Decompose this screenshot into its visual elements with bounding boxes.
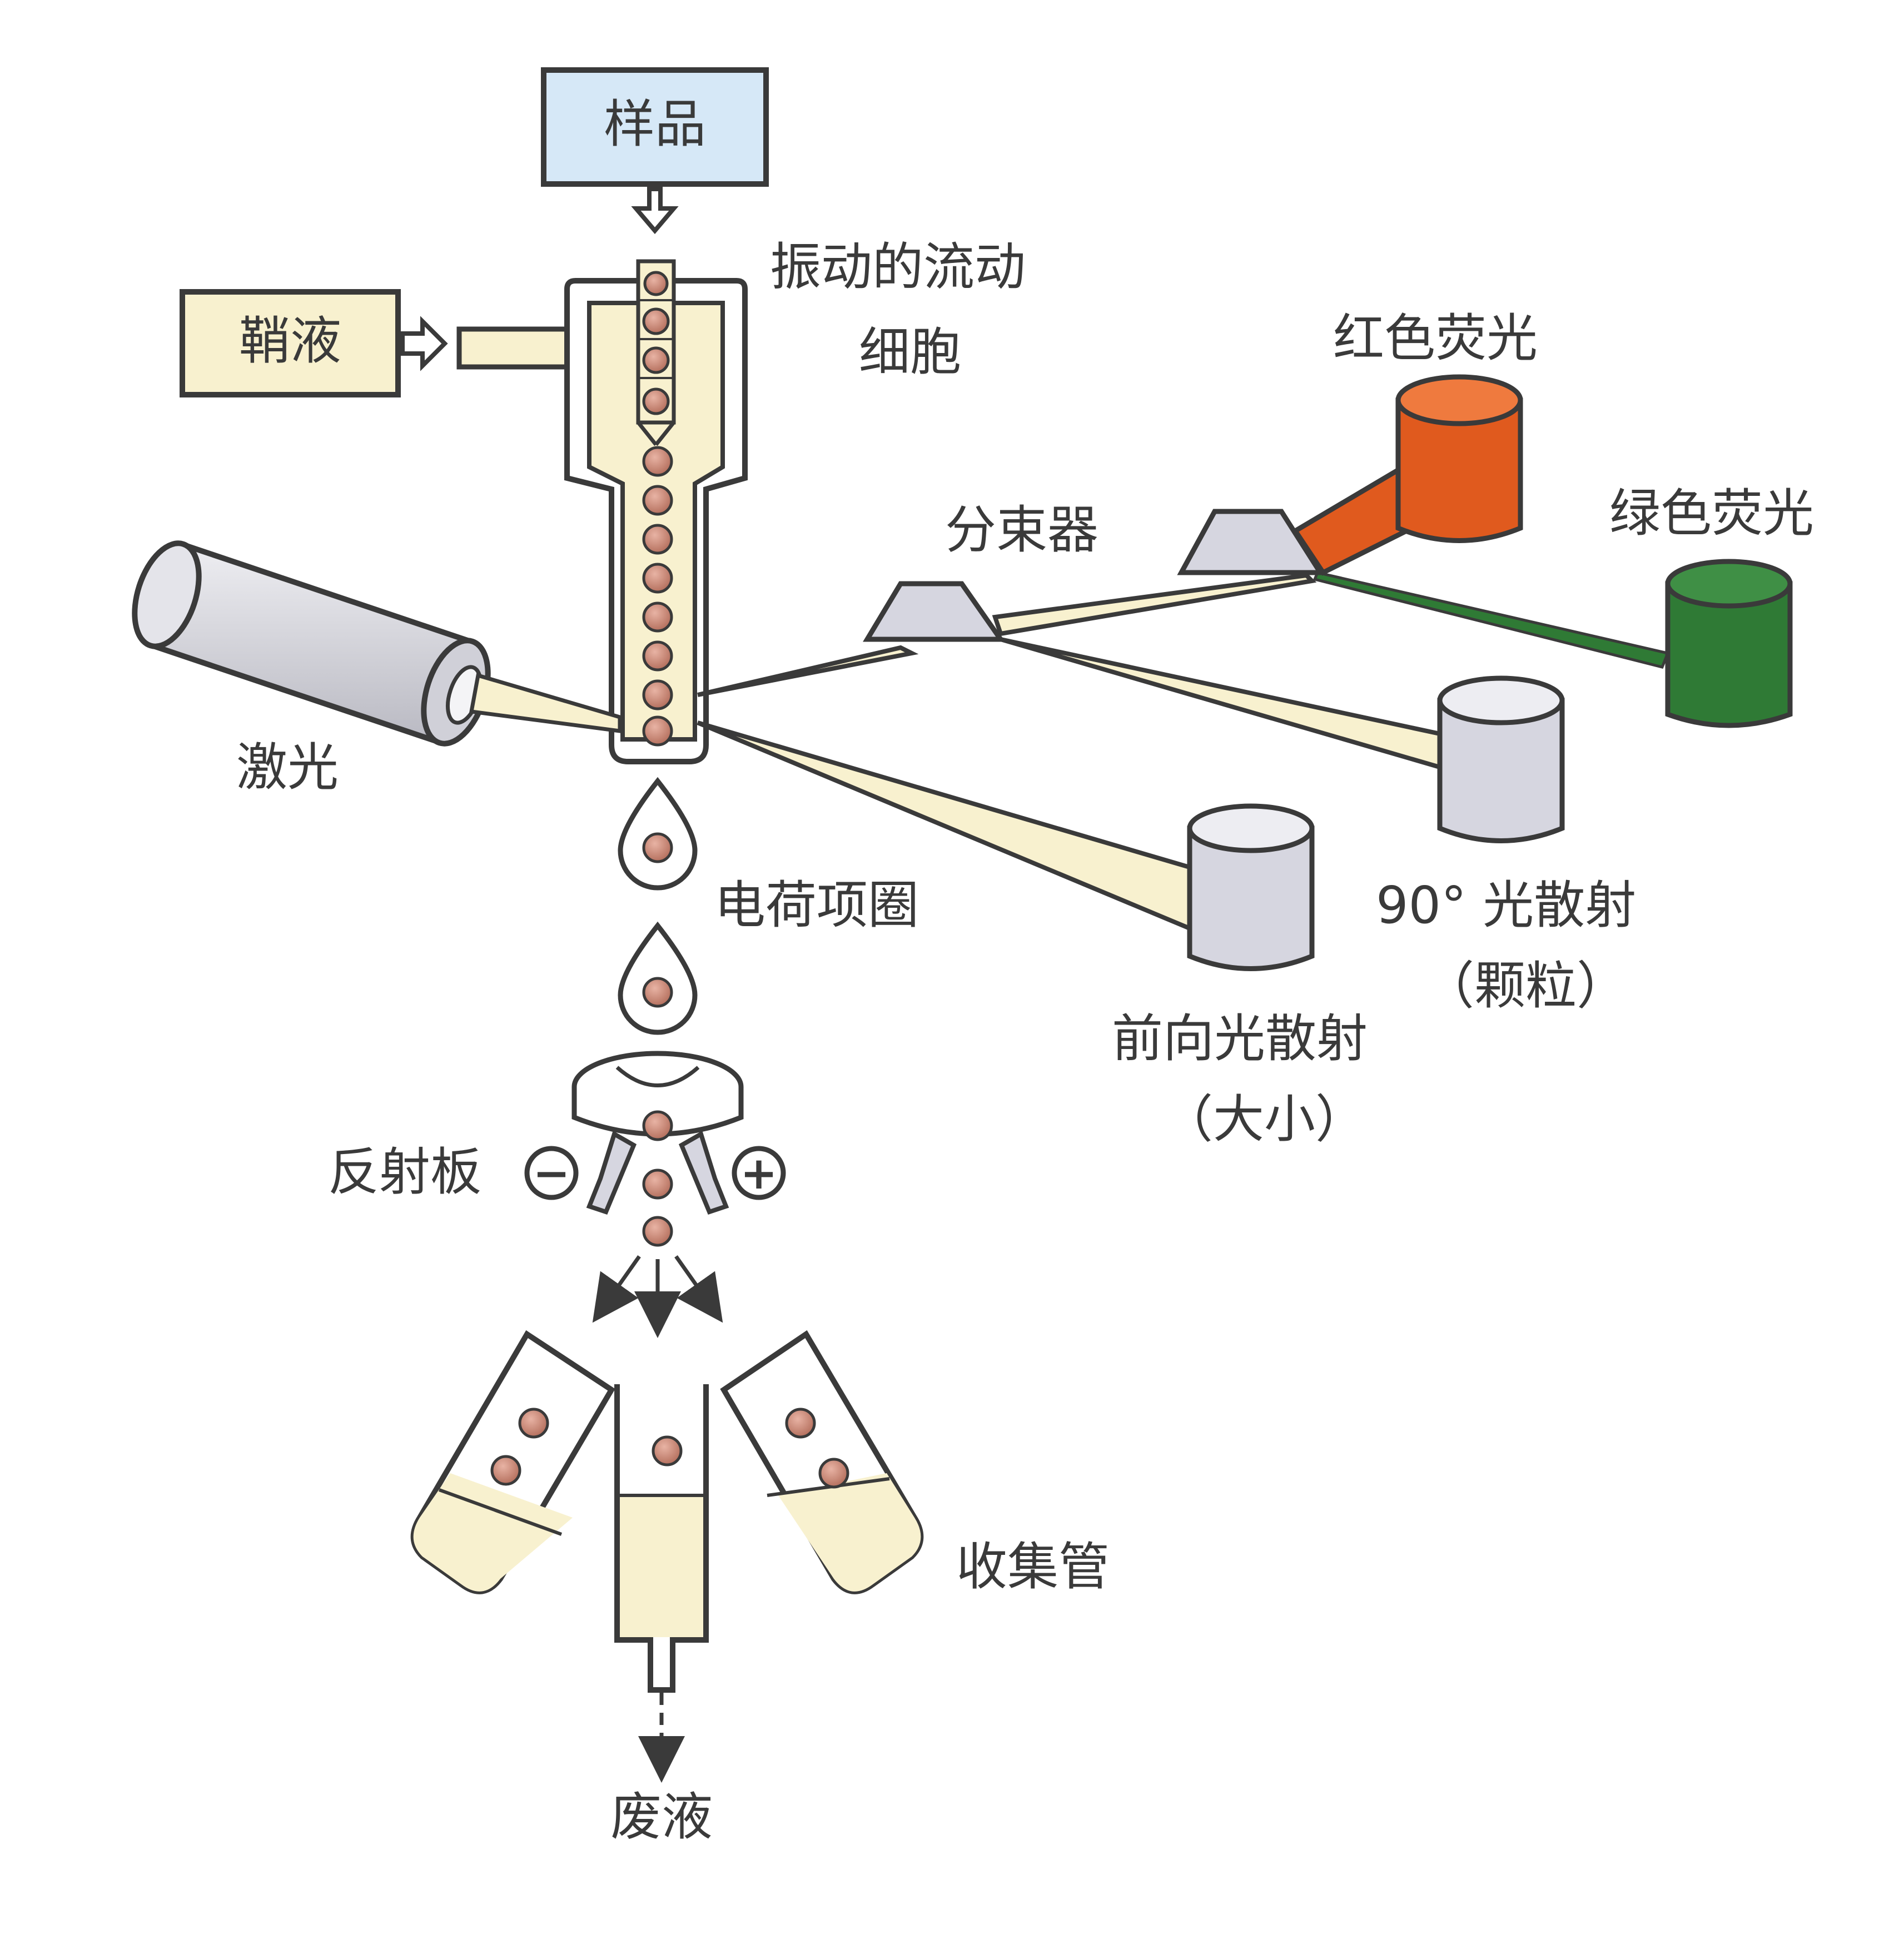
cell xyxy=(642,446,673,477)
cell xyxy=(518,1408,549,1439)
positive-electrode: + xyxy=(732,1146,786,1200)
cell xyxy=(642,601,673,633)
side-scatter-detector xyxy=(1437,675,1565,843)
sort-arrows xyxy=(592,1255,723,1338)
side-scatter-beam xyxy=(1000,637,1442,770)
sample-arrow xyxy=(631,187,679,235)
sheath-arrow xyxy=(400,316,448,371)
red-fluorescence-label: 红色荧光 xyxy=(1333,309,1538,368)
cells-in-stream xyxy=(642,271,673,747)
flow-nozzle xyxy=(564,259,748,764)
vibrating-flow-label-line1: 振动的流动 xyxy=(770,237,1026,297)
cell xyxy=(490,1455,521,1486)
collection-tubes-label: 收集管 xyxy=(956,1537,1110,1597)
forward-scatter-detector xyxy=(1187,803,1315,971)
cell xyxy=(818,1458,849,1489)
droplet-2 xyxy=(618,921,698,1035)
beam-splitter-1 xyxy=(863,581,1006,642)
negative-electrode: − xyxy=(524,1146,579,1200)
collection-tube-right xyxy=(720,1330,924,1594)
green-fluorescence-label: 绿色荧光 xyxy=(1609,484,1814,543)
vibrating-flow-label-line2: 细胞 xyxy=(859,322,961,382)
cell xyxy=(642,485,673,516)
charge-ring-label: 电荷项圈 xyxy=(714,876,919,935)
beam-splitter-label: 分束器 xyxy=(945,500,1098,560)
droplet-1 xyxy=(618,777,698,891)
beam-to-splitter1 xyxy=(697,645,919,697)
deflector-assembly xyxy=(571,1051,744,1215)
cell xyxy=(642,387,670,415)
cell xyxy=(652,1435,683,1466)
cell xyxy=(642,563,673,594)
green-fluorescence-beam xyxy=(1313,571,1670,669)
cell xyxy=(642,1216,673,1247)
forward-scatter-label-line2: （大小） xyxy=(1162,1090,1366,1149)
beam-splitter-2 xyxy=(1177,509,1325,575)
laser-beam xyxy=(469,673,622,733)
sheath-fluid-label: 鞘液 xyxy=(239,311,341,371)
collection-tube-left xyxy=(410,1330,615,1594)
cell xyxy=(642,679,673,710)
laser-label: 激光 xyxy=(236,738,339,797)
side-scatter-label-line1: 90° 光散射 xyxy=(1376,876,1636,935)
cell xyxy=(642,1169,673,1200)
beam-splitter1-to-splitter2 xyxy=(992,573,1317,637)
red-fluorescence-detector xyxy=(1395,374,1523,543)
green-fluorescence-detector xyxy=(1665,559,1793,728)
cell xyxy=(642,524,673,555)
cell xyxy=(642,346,670,374)
cell xyxy=(785,1408,816,1439)
cell xyxy=(643,271,669,296)
side-scatter-label-line2: （颗粒） xyxy=(1423,956,1628,1016)
cell xyxy=(642,307,670,335)
cell xyxy=(642,715,673,747)
minus-sign: − xyxy=(533,1147,570,1199)
collection-tube-middle xyxy=(614,1384,709,1693)
cell xyxy=(642,640,673,672)
plus-sign: + xyxy=(740,1147,777,1199)
laser-source xyxy=(132,540,491,747)
sheath-fluid-box: 鞘液 xyxy=(180,289,401,397)
sample-label: 样品 xyxy=(604,95,706,154)
waste-label: 废液 xyxy=(610,1787,713,1847)
forward-scatter-label-line1: 前向光散射 xyxy=(1112,1009,1368,1068)
sample-box: 样品 xyxy=(541,67,769,187)
deflector-plate-label: 反射板 xyxy=(328,1142,481,1202)
